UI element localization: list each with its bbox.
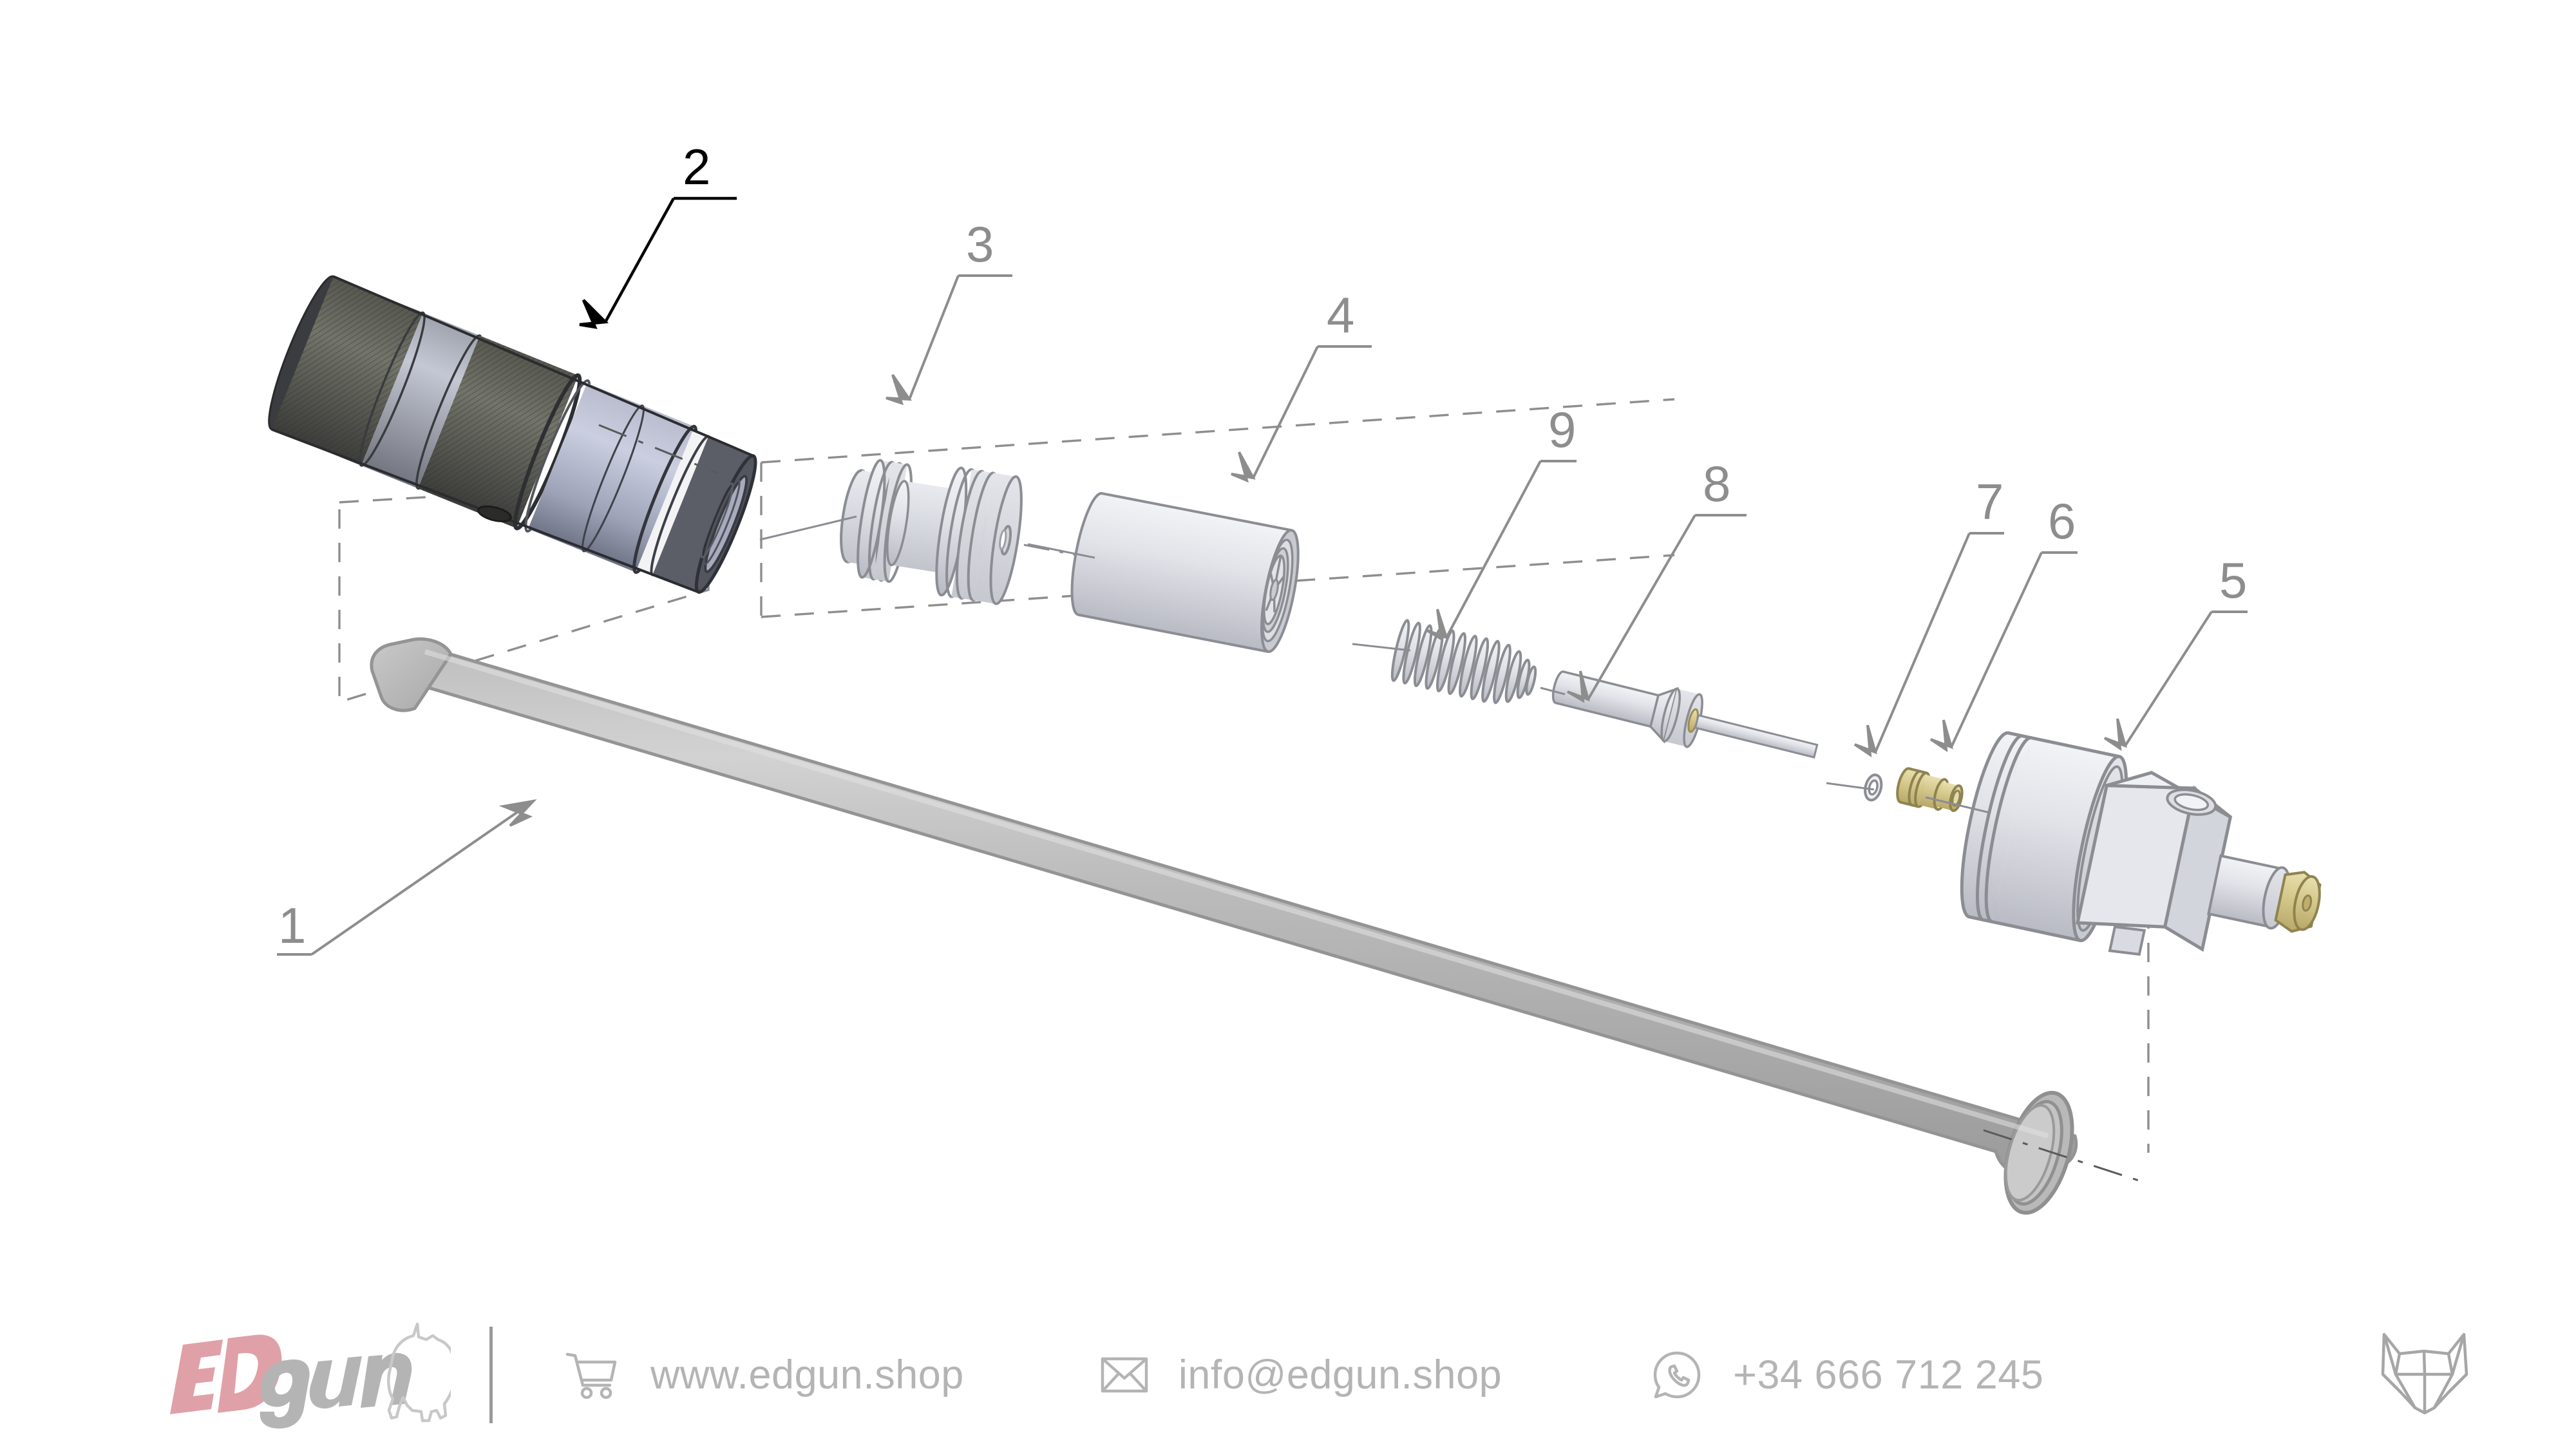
leader-3: [886, 274, 1012, 406]
callout-1-label: 1: [278, 897, 307, 954]
wolf-head-logo: [2376, 1325, 2473, 1425]
callout-4-label: 4: [1327, 287, 1355, 343]
part-3-baffle: [840, 459, 1023, 605]
leader-9: [1425, 460, 1577, 641]
footer-bar: www.edgun.shop info@edgun.shop: [0, 1301, 2576, 1449]
envelope-icon: [1101, 1357, 1148, 1393]
footer-phone-text: +34 666 712 245: [1733, 1352, 2044, 1397]
whatsapp-icon: [1653, 1351, 1701, 1399]
footer-website[interactable]: www.edgun.shop: [564, 1349, 964, 1401]
axis-line-part2: [598, 424, 719, 475]
cart-icon: [565, 1352, 617, 1399]
part-7-o-ring: [1864, 773, 1883, 802]
wolf-head-icon: [2381, 1332, 2468, 1414]
part-2-moderator: [268, 275, 757, 594]
leader-2: [579, 196, 737, 329]
logo-text-gun: [260, 1352, 412, 1429]
part-9-spring: [1390, 619, 1537, 705]
footer-email-text: info@edgun.shop: [1178, 1352, 1502, 1397]
footer-phone[interactable]: +34 666 712 245: [1650, 1348, 2043, 1402]
leader-7: [1853, 532, 2004, 757]
callout-5-label: 5: [2219, 552, 2248, 609]
callout-8-label: 8: [1703, 455, 1731, 512]
callout-6-label: 6: [2048, 493, 2076, 549]
callout-9-label: 9: [1548, 401, 1577, 458]
assembly-axis-line: [759, 515, 1991, 814]
callout-2-label: 2: [683, 138, 711, 195]
part-5-valve-assembly: [1960, 731, 2322, 956]
footer-email[interactable]: info@edgun.shop: [1099, 1352, 1502, 1398]
callout-7-label: 7: [1976, 473, 2004, 530]
leader-1: [277, 799, 537, 956]
footer-divider: [489, 1327, 493, 1423]
callout-3-label: 3: [966, 216, 994, 272]
leader-6: [1929, 551, 2078, 752]
part-4-sleeve: [1070, 492, 1300, 653]
edgun-logo[interactable]: [161, 1320, 459, 1430]
leader-8: [1566, 514, 1747, 703]
footer-website-text: www.edgun.shop: [650, 1352, 964, 1397]
leader-4: [1231, 345, 1372, 483]
part-1-main-tube: [370, 637, 2145, 1215]
leader-5: [2103, 611, 2248, 751]
part-8-push-rod: [1551, 670, 1819, 759]
